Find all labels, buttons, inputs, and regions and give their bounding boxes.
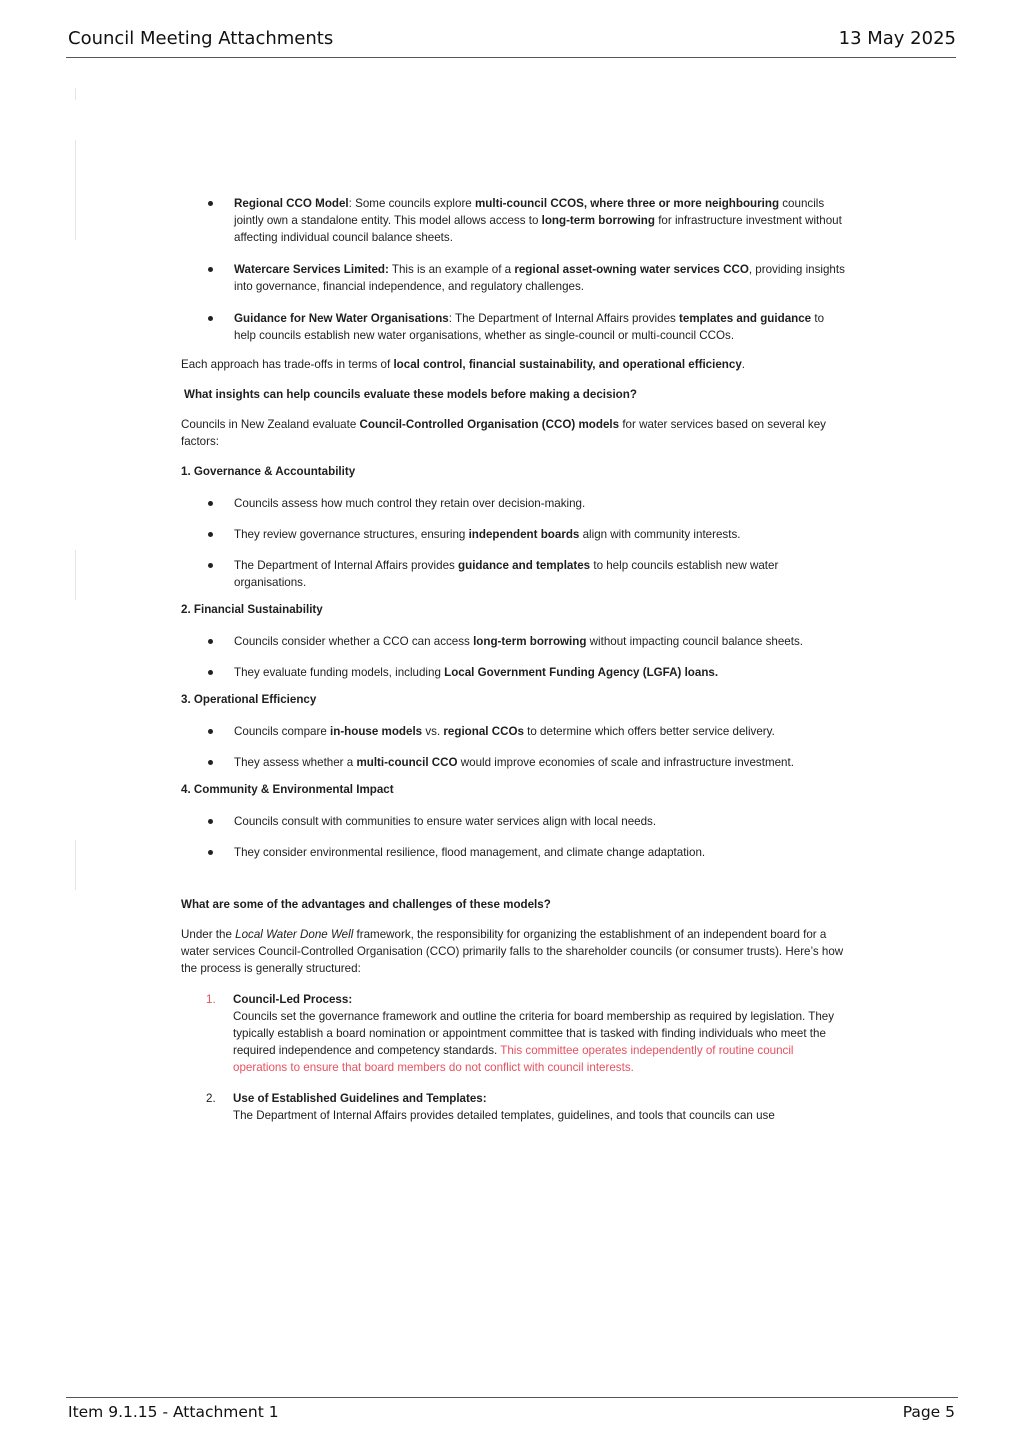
step-body: Councils set the governance framework an…: [233, 1010, 835, 1057]
tradeoffs-paragraph: Each approach has trade-offs in terms of…: [181, 356, 846, 373]
factor-heading: 3. Operational Efficiency: [181, 693, 317, 706]
text-span: to help councils establish new water org…: [234, 559, 779, 589]
list-item: Guidance for New Water Organisations: Th…: [181, 310, 846, 344]
list-item: Councils compare in-house models vs. reg…: [181, 723, 846, 740]
scan-artifact: [75, 550, 76, 600]
bold-span: long-term borrowing: [473, 635, 587, 648]
step-title: Use of Established Guidelines and Templa…: [233, 1092, 487, 1105]
document-title: Council Meeting Attachments: [68, 28, 334, 49]
text-span: The Department of Internal Affairs provi…: [451, 312, 680, 325]
text-span: Councils in New Zealand evaluate: [181, 418, 360, 431]
factor-bullet-list: Councils assess how much control they re…: [181, 495, 846, 591]
text-span: for infrastructure investment without af…: [234, 214, 842, 244]
factor-bullet-list: Councils compare in-house models vs. reg…: [181, 723, 846, 771]
text-span: Councils consider whether a CCO can acce…: [234, 635, 474, 648]
scan-artifact: [75, 88, 76, 100]
list-item: 1. Council-Led Process: Councils set the…: [181, 991, 846, 1076]
bold-span: guidance and templates: [458, 559, 591, 572]
text-span: align with community interests.: [579, 528, 741, 541]
step-title: Council-Led Process:: [233, 993, 353, 1006]
meeting-date: 13 May 2025: [838, 28, 956, 49]
bold-span: multi-council CCO: [356, 756, 458, 769]
text-span: They evaluate funding models, including: [234, 666, 445, 679]
step-number: 2.: [206, 1092, 216, 1105]
bold-span: in-house models: [330, 725, 423, 738]
section-question-heading: What insights can help councils evaluate…: [184, 388, 637, 401]
bold-span: regional asset-owning water services CCO: [514, 263, 749, 276]
text-span: They assess whether a: [234, 756, 357, 769]
list-item: They evaluate funding models, including …: [181, 664, 846, 681]
text-span: Some councils explore: [355, 197, 475, 210]
bullet-label: Guidance for New Water Organisations: [234, 312, 449, 325]
factor-heading: 4. Community & Environmental Impact: [181, 783, 394, 796]
scan-artifact: [75, 140, 76, 240]
bold-span: regional CCOs: [443, 725, 524, 738]
text-span: They review governance structures, ensur…: [234, 528, 469, 541]
factor-heading: 1. Governance & Accountability: [181, 465, 356, 478]
intro-bullet-list: Regional CCO Model: Some councils explor…: [181, 195, 846, 344]
factor-heading: 2. Financial Sustainability: [181, 603, 323, 616]
text-span: framework, the responsibility for organi…: [181, 928, 844, 975]
list-item: Watercare Services Limited: This is an e…: [181, 261, 846, 295]
step-body: The Department of Internal Affairs provi…: [233, 1109, 775, 1122]
text-span: to help councils establish new water org…: [234, 312, 825, 342]
bold-span: Council-Controlled Organisation (CCO) mo…: [359, 418, 620, 431]
bold-span: independent boards: [468, 528, 580, 541]
list-item: They review governance structures, ensur…: [181, 526, 846, 543]
factor-bullet-list: Councils consult with communities to ens…: [181, 813, 846, 861]
process-steps-list: 1. Council-Led Process: Councils set the…: [181, 991, 846, 1124]
header-divider: [66, 57, 956, 58]
text-span: councils jointly own a standalone entity…: [234, 197, 825, 227]
text-span: would improve economies of scale and inf…: [457, 756, 794, 769]
text-span: Under the: [181, 928, 236, 941]
text-span: , providing insights into governance, fi…: [234, 263, 845, 293]
text-span: without impacting council balance sheets…: [586, 635, 803, 648]
page-footer: Item 9.1.15 - Attachment 1 Page 5: [68, 1403, 955, 1421]
evaluate-intro-paragraph: Councils in New Zealand evaluate Council…: [181, 416, 846, 450]
text-span: Councils assess how much control they re…: [234, 497, 586, 510]
text-span: Councils consult with communities to ens…: [234, 815, 657, 828]
page-header: Council Meeting Attachments 13 May 2025: [68, 28, 956, 49]
italic-span: Local Water Done Well: [235, 928, 354, 941]
attachment-reference: Item 9.1.15 - Attachment 1: [68, 1403, 279, 1421]
text-span: :: [448, 312, 452, 325]
text-span: Each approach has trade-offs in terms of: [181, 358, 394, 371]
document-body: Regional CCO Model: Some councils explor…: [181, 195, 846, 1138]
list-item: Councils consult with communities to ens…: [181, 813, 846, 830]
list-item: They consider environmental resilience, …: [181, 844, 846, 861]
bold-span: Local Government Funding Agency (LGFA) l…: [444, 666, 719, 679]
list-item: 2. Use of Established Guidelines and Tem…: [181, 1090, 846, 1124]
text-span: :: [348, 197, 356, 210]
bold-span: multi-council CCOS, where three or more …: [474, 197, 780, 210]
text-span: They consider environmental resilience, …: [234, 846, 706, 859]
list-item: Regional CCO Model: Some councils explor…: [181, 195, 846, 246]
scan-artifact: [75, 840, 76, 890]
text-span: .: [741, 358, 746, 371]
step-number: 1.: [206, 993, 216, 1006]
text-span: to determine which offers better service…: [523, 725, 775, 738]
bullet-label: Watercare Services Limited:: [234, 263, 389, 276]
text-span: for water services based on several key …: [181, 418, 826, 448]
bold-span: local control, financial sustainability,…: [393, 358, 742, 371]
bold-span: long-term borrowing: [541, 214, 655, 227]
factor-bullet-list: Councils consider whether a CCO can acce…: [181, 633, 846, 681]
footer-divider: [66, 1397, 958, 1398]
bullet-label: Regional CCO Model: [234, 197, 349, 210]
framework-paragraph: Under the Local Water Done Well framewor…: [181, 926, 846, 977]
list-item: They assess whether a multi-council CCO …: [181, 754, 846, 771]
text-span: This is an example of a: [388, 263, 515, 276]
page-number: Page 5: [902, 1403, 955, 1421]
list-item: The Department of Internal Affairs provi…: [181, 557, 846, 591]
text-span: Councils compare: [234, 725, 331, 738]
section-question-heading: What are some of the advantages and chal…: [181, 898, 551, 911]
text-span: vs.: [422, 725, 444, 738]
text-span: The Department of Internal Affairs provi…: [234, 559, 459, 572]
highlighted-text: This committee operates independently of…: [233, 1044, 794, 1074]
list-item: Councils consider whether a CCO can acce…: [181, 633, 846, 650]
bold-span: templates and guidance: [679, 312, 812, 325]
list-item: Councils assess how much control they re…: [181, 495, 846, 512]
